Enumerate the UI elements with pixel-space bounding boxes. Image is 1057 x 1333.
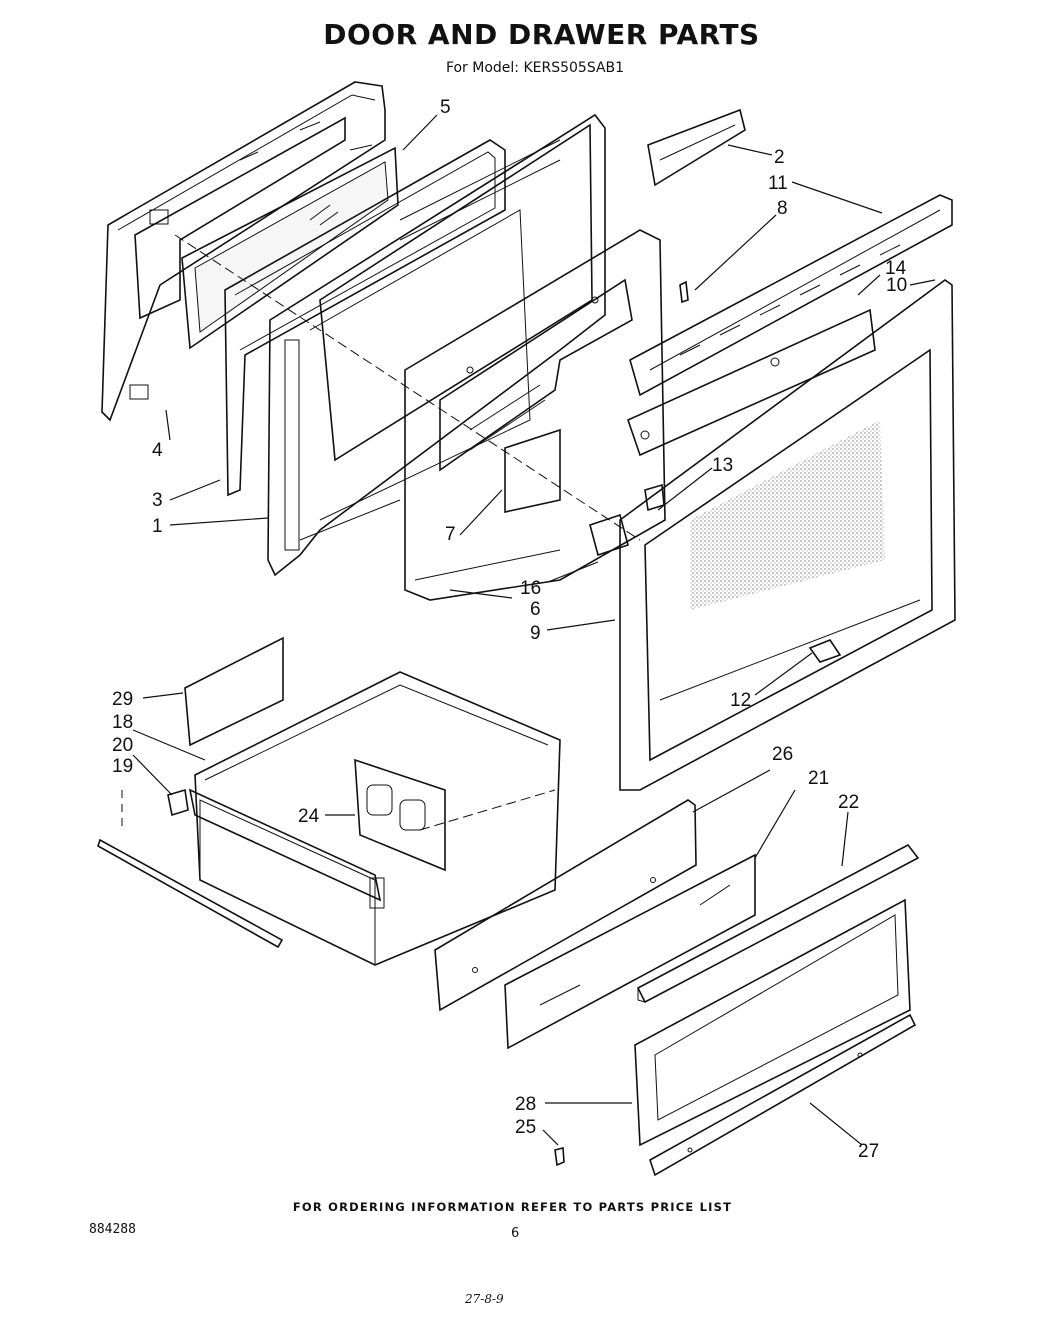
callout-28: 28 bbox=[515, 1094, 536, 1115]
callout-27: 27 bbox=[858, 1141, 879, 1162]
callout-29: 29 bbox=[112, 689, 133, 710]
handwritten-mark: 27-8-9 bbox=[465, 1292, 504, 1306]
callout-1: 1 bbox=[152, 516, 163, 537]
callout-18: 18 bbox=[112, 712, 133, 733]
ordering-info-note: FOR ORDERING INFORMATION REFER TO PARTS … bbox=[292, 1200, 733, 1214]
page-title: DOOR AND DRAWER PARTS bbox=[323, 18, 760, 51]
callout-21: 21 bbox=[808, 768, 829, 789]
top-bracket-part bbox=[647, 108, 746, 187]
drawer-front-panel-part bbox=[434, 799, 697, 1012]
callout-11: 11 bbox=[768, 173, 788, 194]
drawer-stop-part bbox=[554, 1146, 565, 1167]
callout-5: 5 bbox=[440, 97, 451, 118]
drawer-glass-part bbox=[504, 853, 756, 1050]
window-glass-part bbox=[504, 428, 561, 513]
callout-14: 14 bbox=[885, 258, 907, 279]
door-gasket-part bbox=[224, 139, 506, 497]
page-number: 6 bbox=[511, 1226, 520, 1241]
callout-6: 6 bbox=[530, 599, 541, 620]
hinge-pin-part bbox=[679, 280, 689, 304]
inner-glass-part bbox=[181, 146, 399, 350]
callout-19: 19 bbox=[112, 756, 133, 777]
callout-labels: 5 2 11 8 14 10 4 3 1 13 7 16 6 9 12 29 1… bbox=[112, 97, 907, 1162]
callout-8: 8 bbox=[777, 198, 788, 219]
callout-24: 24 bbox=[298, 806, 320, 827]
callout-22: 22 bbox=[838, 792, 859, 813]
callout-20: 20 bbox=[112, 735, 133, 756]
door-insulation-part bbox=[404, 229, 666, 601]
drawer-rail-part bbox=[97, 838, 284, 949]
vent-trim-part bbox=[629, 194, 953, 397]
callout-10: 10 bbox=[886, 275, 907, 296]
callout-3: 3 bbox=[152, 490, 163, 511]
callout-26: 26 bbox=[772, 744, 793, 765]
document-number: 884288 bbox=[89, 1222, 136, 1237]
callout-9: 9 bbox=[530, 623, 541, 644]
drawer-front-frame-part bbox=[634, 898, 911, 1147]
leader-lines bbox=[132, 114, 936, 1146]
alignment-lines bbox=[121, 234, 641, 831]
callout-25: 25 bbox=[515, 1117, 536, 1138]
model-subtitle: For Model: KERS505SAB1 bbox=[445, 60, 625, 76]
callout-16: 16 bbox=[520, 578, 541, 599]
drawer-baffle-part bbox=[354, 758, 446, 872]
callout-2: 2 bbox=[774, 147, 785, 168]
callout-4: 4 bbox=[152, 440, 163, 461]
callout-7: 7 bbox=[445, 524, 456, 545]
callout-12: 12 bbox=[730, 690, 751, 711]
door-latch-part bbox=[808, 639, 842, 663]
callout-13: 13 bbox=[712, 455, 733, 476]
drawer-roller-part bbox=[167, 788, 189, 817]
outer-door-glass-part bbox=[619, 279, 956, 791]
outer-door-panel-part bbox=[101, 81, 386, 422]
drawer-bottom-trim-part bbox=[649, 1013, 917, 1177]
door-liner-part bbox=[267, 113, 606, 577]
drawer-side-panel-part bbox=[184, 636, 284, 747]
drawer-box-part bbox=[188, 671, 561, 966]
door-frame-upper-part bbox=[627, 308, 876, 457]
drawer-trim-part bbox=[636, 843, 920, 1004]
